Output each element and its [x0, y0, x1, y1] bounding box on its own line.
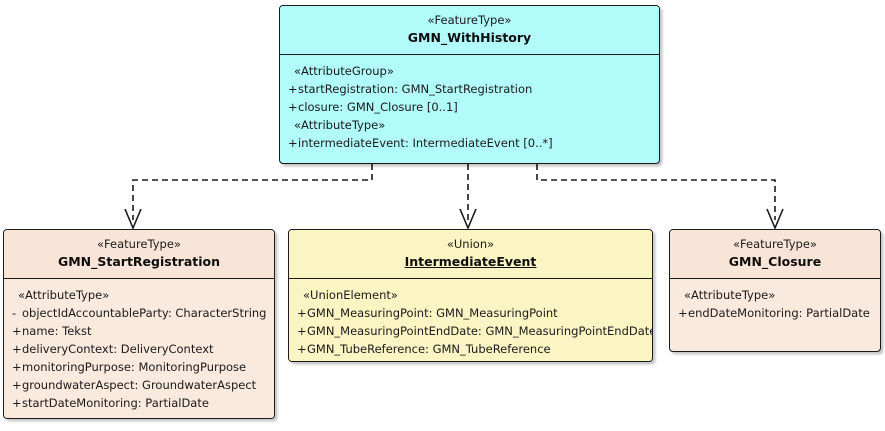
- attribute-row[interactable]: + endDateMonitoring: PartialDate: [670, 304, 880, 322]
- class-stereotype: «FeatureType»: [733, 237, 817, 251]
- attribute-label: deliveryContext: DeliveryContext: [22, 342, 214, 356]
- arrowhead-start-registration-icon: [124, 208, 142, 231]
- attribute-visibility: +: [288, 100, 298, 114]
- attribute-visibility: +: [12, 360, 22, 374]
- connector-to-start-registration: [132, 164, 373, 220]
- attribute-visibility: +: [678, 306, 688, 320]
- arrowhead-intermediate-event-icon: [459, 208, 477, 231]
- class-box-gmn-withhistory[interactable]: «FeatureType» GMN_WithHistory «Attribute…: [279, 5, 660, 164]
- attribute-group-label: «AttributeType»: [684, 288, 776, 302]
- class-stereotype: «Union»: [446, 237, 495, 251]
- arrowhead-closure-icon: [766, 208, 784, 231]
- attribute-visibility: +: [288, 82, 298, 96]
- attribute-group-label: «AttributeType»: [294, 118, 386, 132]
- class-name: IntermediateEvent: [404, 254, 537, 269]
- attribute-group-label: «UnionElement»: [303, 288, 398, 302]
- attribute-label: groundwaterAspect: GroundwaterAspect: [22, 378, 257, 392]
- attribute-label: monitoringPurpose: MonitoringPurpose: [22, 360, 247, 374]
- attribute-label: name: Tekst: [22, 324, 92, 338]
- attribute-visibility: -: [12, 306, 17, 320]
- attribute-row[interactable]: + name: Tekst: [4, 322, 274, 340]
- class-body-gmn-closure: «AttributeType» + endDateMonitoring: Par…: [670, 279, 880, 329]
- attribute-label: intermediateEvent: IntermediateEvent [0.…: [298, 136, 553, 150]
- attribute-visibility: +: [297, 324, 307, 338]
- class-name: GMN_WithHistory: [407, 30, 532, 45]
- class-header-gmn-closure: «FeatureType» GMN_Closure: [670, 230, 880, 279]
- attribute-row[interactable]: + deliveryContext: DeliveryContext: [4, 340, 274, 358]
- attribute-group-label: «AttributeGroup»: [294, 64, 394, 78]
- class-stereotype: «FeatureType»: [427, 13, 512, 27]
- attribute-row[interactable]: + GMN_MeasuringPointEndDate: GMN_Measuri…: [289, 322, 652, 340]
- attribute-label: endDateMonitoring: PartialDate: [688, 306, 870, 320]
- attribute-visibility: +: [12, 342, 22, 356]
- attribute-row[interactable]: - objectIdAccountableParty: CharacterStr…: [4, 304, 274, 322]
- class-box-gmn-startregistration[interactable]: «FeatureType» GMN_StartRegistration «Att…: [3, 229, 275, 419]
- class-body-intermediateevent: «UnionElement» + GMN_MeasuringPoint: GMN…: [289, 279, 652, 361]
- attribute-label: GMN_MeasuringPoint: GMN_MeasuringPoint: [307, 306, 558, 320]
- attribute-visibility: +: [297, 306, 307, 320]
- attribute-row[interactable]: + groundwaterAspect: GroundwaterAspect: [4, 376, 274, 394]
- attribute-visibility: +: [288, 136, 298, 150]
- attribute-row[interactable]: + startDateMonitoring: PartialDate: [4, 394, 274, 412]
- attribute-label: closure: GMN_Closure [0..1]: [298, 100, 458, 114]
- attribute-label: startRegistration: GMN_StartRegistration: [298, 82, 533, 96]
- class-name: GMN_Closure: [728, 254, 822, 269]
- attribute-row[interactable]: + startRegistration: GMN_StartRegistrati…: [280, 80, 659, 98]
- class-box-gmn-closure[interactable]: «FeatureType» GMN_Closure «AttributeType…: [669, 229, 881, 352]
- class-stereotype: «FeatureType»: [97, 237, 181, 251]
- attribute-visibility: +: [12, 396, 22, 410]
- connector-to-closure: [536, 164, 776, 220]
- class-header-gmn-startregistration: «FeatureType» GMN_StartRegistration: [4, 230, 274, 279]
- class-box-intermediateevent[interactable]: «Union» IntermediateEvent «UnionElement»…: [288, 229, 653, 362]
- attribute-row[interactable]: + GMN_MeasuringPoint: GMN_MeasuringPoint: [289, 304, 652, 322]
- attribute-label: GMN_TubeReference: GMN_TubeReference: [307, 342, 551, 356]
- class-body-gmn-withhistory: «AttributeGroup» + startRegistration: GM…: [280, 55, 659, 159]
- attribute-row[interactable]: + GMN_TubeReference: GMN_TubeReference: [289, 340, 652, 358]
- attribute-row[interactable]: + monitoringPurpose: MonitoringPurpose: [4, 358, 274, 376]
- attribute-row[interactable]: + intermediateEvent: IntermediateEvent […: [280, 134, 659, 152]
- attribute-visibility: +: [12, 324, 22, 338]
- attribute-label: startDateMonitoring: PartialDate: [22, 396, 209, 410]
- class-header-gmn-withhistory: «FeatureType» GMN_WithHistory: [280, 6, 659, 55]
- class-name: GMN_StartRegistration: [57, 254, 221, 269]
- class-header-intermediateevent: «Union» IntermediateEvent: [289, 230, 652, 279]
- attribute-label: objectIdAccountableParty: CharacterStrin…: [22, 306, 267, 320]
- attribute-group-label: «AttributeType»: [18, 288, 110, 302]
- attribute-label: GMN_MeasuringPointEndDate: GMN_Measuring…: [307, 324, 652, 338]
- attribute-visibility: +: [297, 342, 307, 356]
- attribute-row[interactable]: + closure: GMN_Closure [0..1]: [280, 98, 659, 116]
- class-body-gmn-startregistration: «AttributeType» - objectIdAccountablePar…: [4, 279, 274, 418]
- attribute-visibility: +: [12, 378, 22, 392]
